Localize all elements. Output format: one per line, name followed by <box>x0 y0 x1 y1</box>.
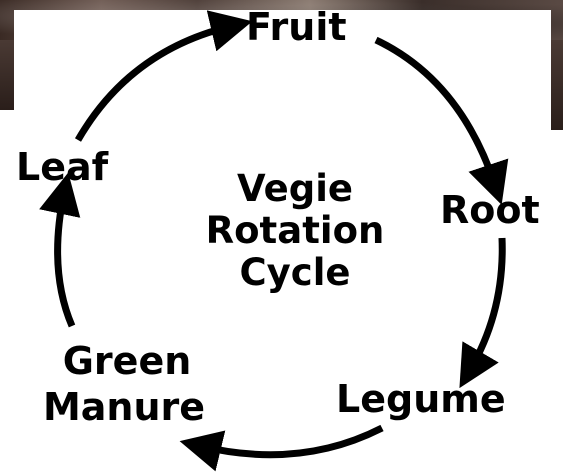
stage-label-manure: Manure <box>26 388 222 426</box>
stage-label-leaf: Leaf <box>16 148 108 186</box>
diagram-title: Vegie Rotation Cycle <box>170 168 420 294</box>
diagram-title-line-1: Vegie <box>170 168 420 210</box>
diagram-title-line-2: Rotation <box>170 210 420 252</box>
arrow-green-manure-to-leaf <box>58 193 72 326</box>
arrow-legume-to-green-manure <box>200 428 382 455</box>
arrow-fruit-to-root <box>376 40 495 185</box>
stage-label-root: Root <box>440 191 540 229</box>
arrow-root-to-legume <box>470 238 502 370</box>
stage-label-legume: Legume <box>336 380 506 418</box>
arrow-leaf-to-fruit <box>78 26 232 140</box>
stage-label-green: Green <box>52 342 202 380</box>
stage-label-fruit: Fruit <box>246 8 347 46</box>
diagram-title-line-3: Cycle <box>170 252 420 294</box>
